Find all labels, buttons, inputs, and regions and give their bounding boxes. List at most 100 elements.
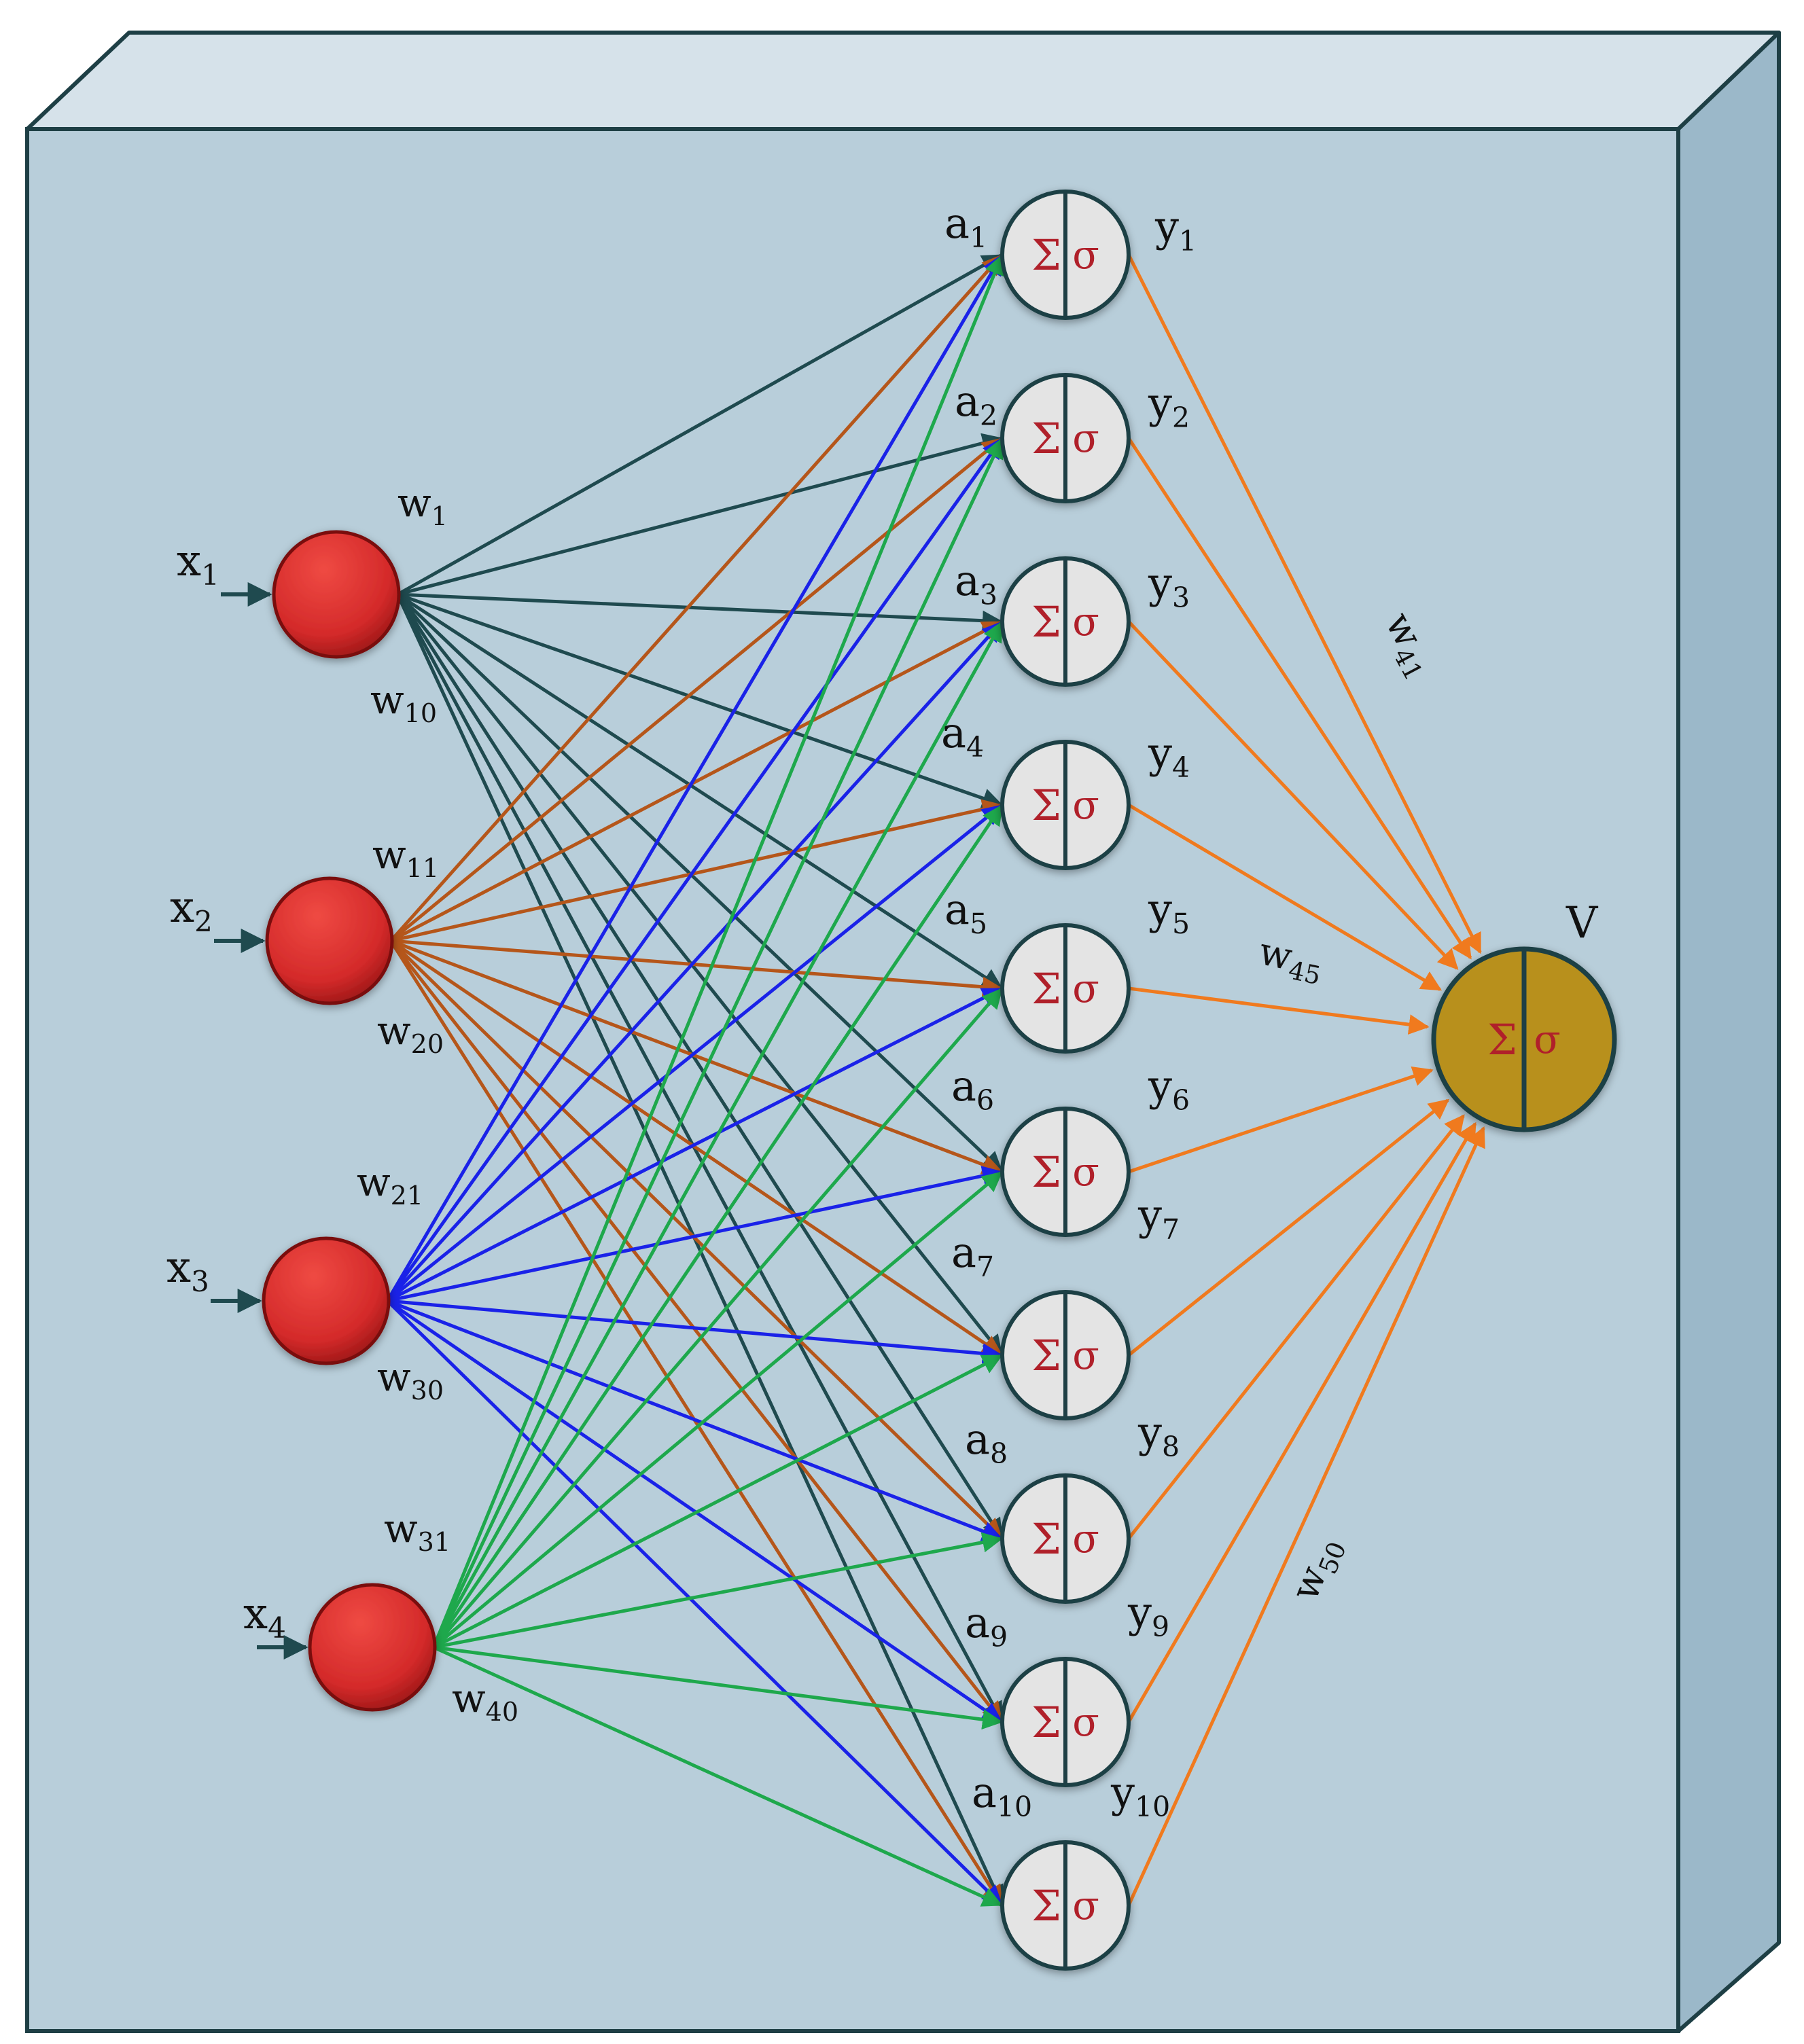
sum-symbol: Σ xyxy=(1031,1514,1061,1564)
input-node-x3 xyxy=(262,1236,391,1365)
edge-x3-a4 xyxy=(386,804,1003,1302)
net-input-label-a7: a7 xyxy=(951,1227,994,1283)
activation-symbol: σ xyxy=(1072,1149,1099,1195)
output-label-y10: y10 xyxy=(1110,1768,1170,1823)
edge-x3-a10 xyxy=(386,1299,1003,1906)
input-node-x1 xyxy=(272,530,401,659)
edge-x4-a3 xyxy=(431,621,1004,1649)
output-label-y2: y2 xyxy=(1148,378,1190,434)
input-node-x2 xyxy=(265,876,394,1005)
edge-x4-a9 xyxy=(433,1645,1003,1730)
output-label-y9: y9 xyxy=(1127,1588,1169,1643)
edge-x4-a10 xyxy=(433,1645,1003,1907)
edge-x2-a10 xyxy=(389,939,1004,1906)
edge-x4-a2 xyxy=(431,437,1004,1649)
edge-x1-a9 xyxy=(395,593,1004,1723)
net-input-label-a3: a3 xyxy=(955,556,997,611)
activation-symbol: σ xyxy=(1072,415,1099,461)
weight-label-w45: w45 xyxy=(1254,929,1328,990)
edge-x2-a3 xyxy=(390,620,1003,943)
weight-label-w40: w40 xyxy=(452,1675,518,1727)
output-label-y6: y6 xyxy=(1148,1061,1190,1117)
edge-x1-a5 xyxy=(396,592,1003,990)
edge-y5-v xyxy=(1128,986,1430,1035)
net-input-label-a9: a9 xyxy=(965,1598,1008,1653)
edge-x3-a8 xyxy=(387,1299,1003,1541)
sum-symbol: Σ xyxy=(1487,1015,1517,1064)
edge-y2-v xyxy=(1127,437,1472,960)
weight-label-w30: w30 xyxy=(377,1354,444,1405)
activation-symbol: σ xyxy=(1072,1516,1099,1562)
edge-y6-v xyxy=(1128,1066,1434,1174)
output-label-y8: y8 xyxy=(1137,1408,1180,1463)
edge-x1-a7 xyxy=(396,593,1003,1356)
sum-symbol: Σ xyxy=(1031,781,1061,830)
edge-y1-v xyxy=(1127,253,1482,954)
activation-symbol: σ xyxy=(1072,232,1099,278)
sum-symbol: Σ xyxy=(1031,230,1061,280)
edge-layer xyxy=(211,253,1485,1907)
edge-y4-v xyxy=(1127,803,1443,991)
output-label-y7: y7 xyxy=(1137,1190,1180,1246)
edge-x4-a8 xyxy=(433,1532,1003,1649)
edge-x2-a8 xyxy=(389,939,1003,1539)
activation-symbol: σ xyxy=(1072,782,1099,828)
activation-symbol: σ xyxy=(1072,965,1099,1011)
sum-symbol: Σ xyxy=(1031,964,1061,1014)
activation-symbol: σ xyxy=(1072,598,1099,645)
edge-x1-a1 xyxy=(396,253,1003,596)
net-input-label-a6: a6 xyxy=(951,1061,994,1117)
net-input-label-a4: a4 xyxy=(941,708,984,764)
sum-symbol: Σ xyxy=(1031,1881,1061,1931)
edge-x2-a5 xyxy=(390,939,1003,997)
edge-x2-a7 xyxy=(389,939,1003,1356)
weight-label-w31: w31 xyxy=(384,1505,450,1557)
activation-symbol: σ xyxy=(1072,1699,1099,1745)
output-label-y4: y4 xyxy=(1148,728,1190,784)
input-label-x2: x2 xyxy=(170,882,213,938)
edge-y10-v xyxy=(1127,1126,1485,1907)
edge-y7-v xyxy=(1127,1098,1450,1357)
activation-symbol: σ xyxy=(1534,1016,1561,1062)
net-input-label-a8: a8 xyxy=(965,1414,1008,1470)
input-label-x4: x4 xyxy=(243,1589,286,1645)
activation-symbol: σ xyxy=(1072,1882,1099,1929)
net-input-label-a1: a1 xyxy=(944,198,987,254)
edge-y9-v xyxy=(1127,1122,1477,1723)
edge-x1-a3 xyxy=(397,592,1003,631)
edge-x2-a1 xyxy=(389,254,1003,942)
edge-x3-a3 xyxy=(386,621,1003,1302)
edge-x3-a9 xyxy=(386,1299,1003,1723)
edge-x2-a6 xyxy=(390,939,1003,1175)
weight-label-w11: w11 xyxy=(372,831,439,883)
edge-x2-a9 xyxy=(389,939,1003,1723)
edge-x4-a4 xyxy=(432,804,1003,1649)
edge-x4-a1 xyxy=(431,254,1004,1648)
sum-symbol: Σ xyxy=(1031,1698,1061,1747)
edge-x3-a7 xyxy=(387,1299,1003,1364)
input-node-x4 xyxy=(308,1583,437,1712)
output-label-y1: y1 xyxy=(1154,202,1197,257)
weight-label-w21: w21 xyxy=(357,1159,423,1211)
input-label-x1: x1 xyxy=(177,536,219,592)
net-input-label-a2: a2 xyxy=(955,376,997,432)
edge-x2-a2 xyxy=(389,437,1003,942)
panel-top xyxy=(25,31,1781,131)
net-input-label-a5: a5 xyxy=(944,884,987,940)
output-label-y3: y3 xyxy=(1148,558,1190,614)
weight-label-w10: w10 xyxy=(370,677,437,728)
edge-x3-a5 xyxy=(387,987,1003,1303)
edge-x4-a7 xyxy=(433,1354,1003,1649)
